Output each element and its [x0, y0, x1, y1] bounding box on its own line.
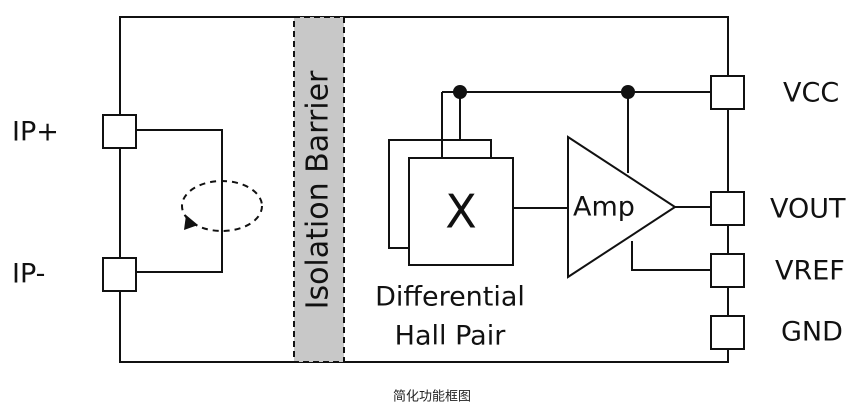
pin-gnd [710, 315, 745, 350]
amplifier [567, 135, 677, 279]
hall-label-line2: Hall Pair [395, 321, 507, 352]
primary-current-path [137, 129, 223, 273]
pin-ip-plus [102, 114, 137, 149]
ip-minus-label: IP- [12, 259, 45, 290]
isolation-barrier [293, 16, 345, 363]
pin-vout [710, 191, 745, 226]
figure-caption: 简化功能框图 [393, 389, 471, 405]
junction-dot [453, 85, 467, 99]
vcc-label: VCC [783, 78, 839, 109]
pin-ip-minus [102, 257, 137, 292]
isolation-barrier-label: Isolation Barrier [301, 70, 336, 309]
hall-label-line1: Differential [375, 282, 525, 313]
magnetic-field-loop [181, 180, 263, 232]
package-outline [119, 16, 729, 363]
vref-label: VREF [775, 256, 845, 287]
amp-label: Amp [573, 192, 635, 223]
gnd-label: GND [781, 317, 843, 348]
field-arrow-icon [184, 215, 198, 230]
pin-vref [710, 253, 745, 288]
pin-vcc [710, 75, 745, 110]
ip-plus-label: IP+ [12, 117, 59, 148]
junction-dot [621, 85, 635, 99]
vout-label: VOUT [770, 194, 846, 225]
vref-wire [631, 241, 711, 271]
hall-element-front [408, 157, 514, 266]
hall-symbol: X [445, 185, 477, 239]
